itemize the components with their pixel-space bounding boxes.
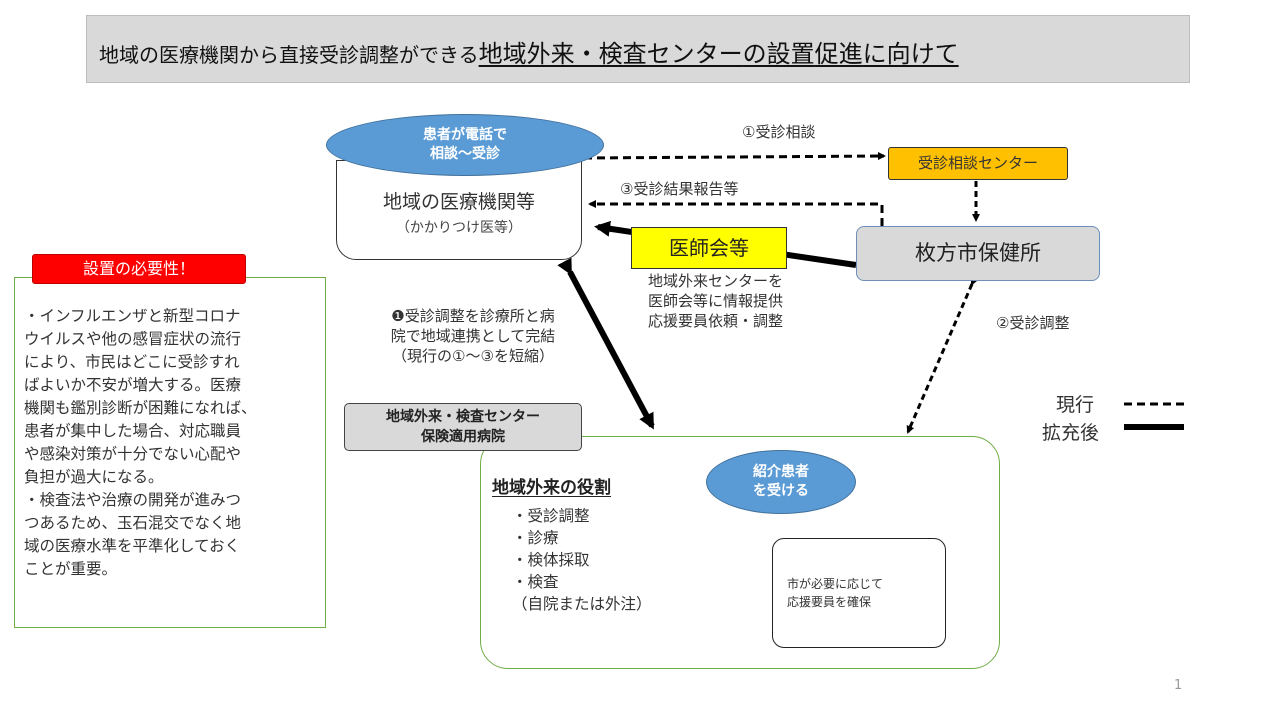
label-step2: ②受診調整 [996,314,1070,332]
necessity-line: つあるため、玉石混交でなく地 [24,514,242,532]
new-step-line2: 院で地域連携として完結 [390,327,556,345]
clinic-box: 地域の医療機関等 （かかりつけ医等） [336,160,582,260]
legend-current-label: 現行 [1056,394,1095,416]
role-list: ・受診調整 ・診療 ・検体採取 ・検査 （自院または外注） [512,505,652,615]
label-step1: ①受診相談 [742,123,816,141]
necessity-panel [14,277,326,628]
title-emphasis-2: 促進 [814,40,863,68]
necessity-line: 負担が過大になる。 [24,468,164,486]
role-title: 地域外来の役割 [492,478,611,498]
staff-support-box: 市が必要に応じて 応援要員を確保 [772,538,946,648]
medical-association-note: 地域外来センターを 医師会等に情報提供 応援要員依頼・調整 [648,271,848,331]
necessity-line: ウイルスや他の感冒症状の流行 [24,330,242,348]
clinic-name: 地域の医療機関等 [382,191,535,213]
role-item: ・検査 [512,573,559,591]
referral-line1: 紹介患者 [753,464,809,481]
necessity-line: により、市民はどこに受診すれ [24,353,240,371]
necessity-line: 機関も鑑別診断が困難になれば、 [24,399,257,417]
test-center-label-line1: 地域外来・検査センター [386,409,540,425]
arrow-step3 [588,200,884,226]
new-step-line1: 受診調整を診療所と病 [404,307,555,325]
necessity-line: ・検査法や治療の開発が進みつ [24,491,242,509]
necessity-line: ばよいか不安が増大する。医療 [24,376,242,394]
necessity-line: や感染対策が十分でない心配や [24,445,242,463]
title-prefix: 地域の医療機関から直接受診調整ができる [99,43,479,67]
title-middle: の設置 [742,40,815,68]
necessity-line: ・インフルエンザと新型コロナ [24,307,241,325]
referral-line2: を受ける [753,483,809,499]
new-step-line3: （現行の①～③を短縮） [392,347,554,365]
arrow-step2 [906,276,979,434]
test-center-label-line2: 保険適用病院 [421,429,505,445]
patient-bubble-line2: 相談～受診 [430,146,500,162]
association-note-line: 地域外来センターを [648,272,784,290]
legend-expanded-label: 拡充後 [1042,422,1100,444]
clinic-note: （かかりつけ医等） [395,220,523,236]
test-center-label: 地域外来・検査センター 保険適用病院 [344,403,582,451]
staff-support-text: 市が必要に応じて 応援要員を確保 [787,575,883,611]
consult-center-box: 受診相談センター [888,147,1068,180]
staff-line1: 市が必要に応じて [787,577,884,591]
arrow-new-step [557,257,655,430]
page-number: 1 [1174,678,1183,693]
role-item: ・受診調整 [512,507,590,525]
new-step-marker: ❶ [391,307,405,325]
label-step3: ③受診結果報告等 [620,180,739,198]
title-banner: 地域の医療機関から直接受診調整ができる地域外来・検査センターの設置促進に向けて [86,15,1190,83]
necessity-line: ことが重要。 [24,560,118,578]
association-note-line: 医師会等に情報提供 [648,292,784,310]
role-item: ・診療 [512,529,559,547]
medical-association-box: 医師会等 [631,227,787,269]
association-note-line: 応援要員依頼・調整 [648,312,784,330]
new-step-note: ❶受診調整を診療所と病 院で地域連携として完結 （現行の①～③を短縮） [364,306,582,366]
necessity-line: 域の医療水準を平準化しておく [24,537,241,555]
staff-line2: 応援要員を確保 [787,595,872,609]
necessity-line: 患者が集中した場合、対応職員 [24,422,242,440]
health-center-box: 枚方市保健所 [856,226,1100,281]
necessity-label: 設置の必要性！ [32,254,246,284]
page-title: 地域の医療機関から直接受診調整ができる地域外来・検査センターの設置促進に向けて [99,34,959,69]
role-item: （自院または外注） [512,595,652,613]
title-emphasis-1: 地域外来・検査センター [478,40,743,68]
arrow-step1 [583,152,886,161]
title-suffix: に向けて [862,40,959,68]
necessity-body: ・インフルエンザと新型コロナ ウイルスや他の感冒症状の流行 により、市民はどこに… [24,305,320,581]
referral-bubble: 紹介患者 を受ける [706,450,856,514]
role-item: ・検体採取 [512,551,590,569]
patient-bubble-line1: 患者が電話で [423,127,507,144]
patient-call-bubble: 患者が電話で 相談～受診 [326,114,604,176]
